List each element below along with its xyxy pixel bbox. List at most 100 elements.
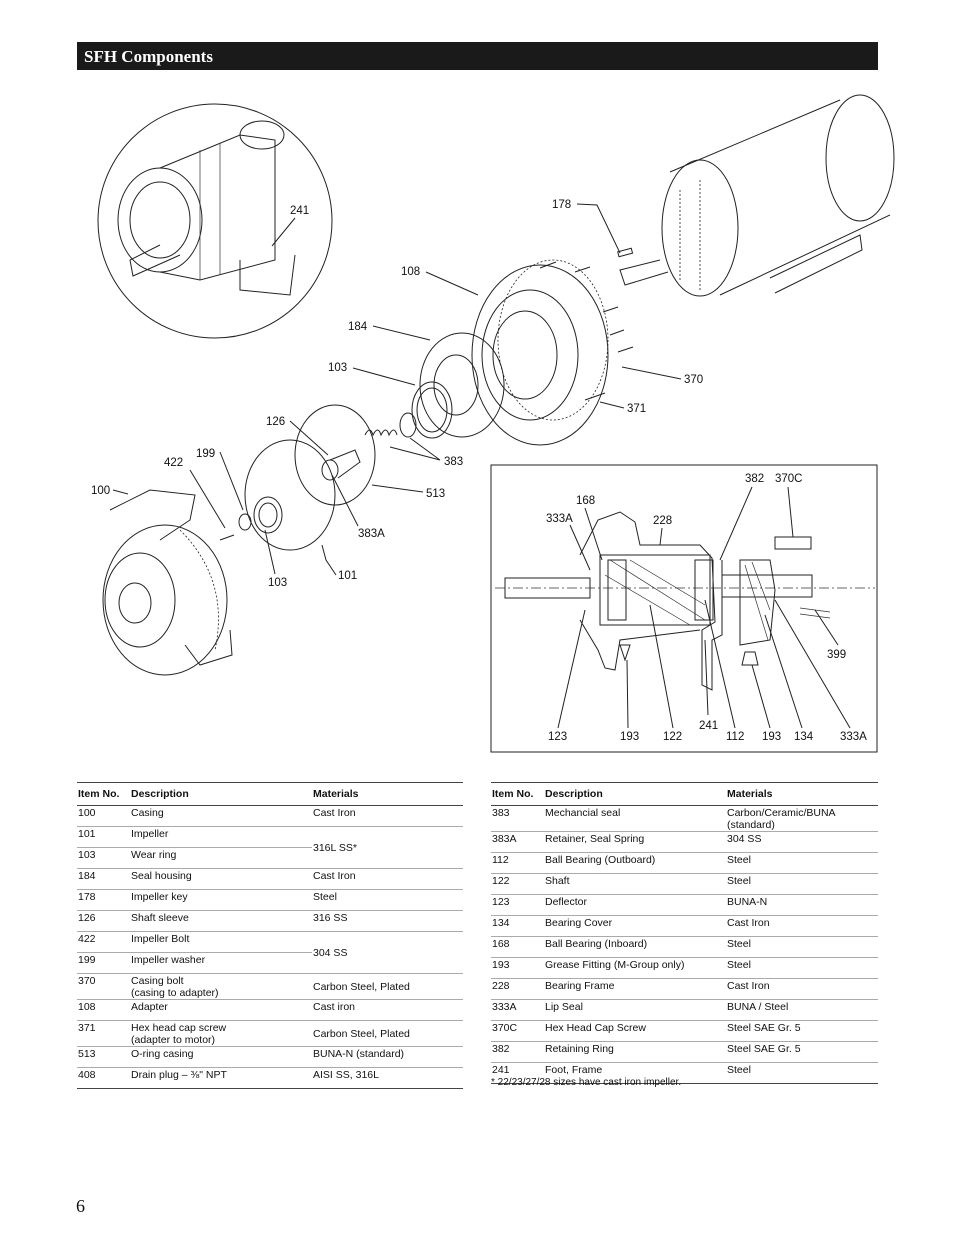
cell-desc: Hex Head Cap Screw bbox=[544, 1020, 726, 1042]
cell-item: 184 bbox=[77, 868, 130, 890]
sectional-detail-box bbox=[490, 464, 878, 753]
detail-168: 168 bbox=[576, 495, 595, 507]
cell-desc: Impeller key bbox=[130, 889, 312, 911]
detail-370C: 370C bbox=[775, 473, 803, 485]
cell-mat: Steel bbox=[726, 852, 878, 874]
cell-item: 408 bbox=[77, 1067, 130, 1089]
cell-desc: Bearing Cover bbox=[544, 915, 726, 937]
cell-item: 199 bbox=[77, 952, 130, 974]
cell-item: 112 bbox=[491, 852, 544, 874]
cell-desc: O-ring casing bbox=[130, 1046, 312, 1068]
footnote: * 22/23/27/28 sizes have cast iron impel… bbox=[491, 1077, 682, 1088]
detail-leader-lines bbox=[557, 486, 851, 729]
cell-item: 101 bbox=[77, 826, 130, 848]
callout-103a: 103 bbox=[328, 362, 347, 374]
callout-184: 184 bbox=[348, 321, 368, 333]
detail-122: 122 bbox=[663, 731, 682, 743]
cell-desc: Casing bolt(casing to adapter) bbox=[130, 973, 312, 1000]
desc-line: Hex head cap screw bbox=[131, 1022, 227, 1034]
inset-circle bbox=[97, 103, 333, 339]
adapter-part bbox=[471, 259, 609, 446]
cell-desc: Deflector bbox=[544, 894, 726, 916]
section-title: SFH Components bbox=[84, 47, 213, 66]
cell-item: 126 bbox=[77, 910, 130, 932]
cell-item: 513 bbox=[77, 1046, 130, 1068]
cell-item: 333A bbox=[491, 999, 544, 1021]
cell-item: 370C bbox=[491, 1020, 544, 1042]
cell-desc: Bearing Frame bbox=[544, 978, 726, 1000]
detail-399: 399 bbox=[827, 649, 846, 661]
col-materials: Materials bbox=[726, 782, 878, 806]
cell-item: 383 bbox=[491, 805, 544, 832]
cell-desc: Adapter bbox=[130, 999, 312, 1021]
impeller-washer-part bbox=[238, 513, 252, 531]
cell-desc: Drain plug – ⅜" NPT bbox=[130, 1067, 312, 1089]
cell-mat: Steel SAE Gr. 5 bbox=[726, 1041, 878, 1063]
cell-mat: Steel bbox=[312, 889, 463, 911]
shaft-sleeve-part bbox=[294, 404, 376, 506]
cell-desc: Hex head cap screw(adapter to motor) bbox=[130, 1020, 312, 1047]
detail-193a: 193 bbox=[620, 731, 639, 743]
mechanical-seal-part bbox=[364, 412, 417, 438]
desc-line-2: (adapter to motor) bbox=[131, 1034, 216, 1046]
cell-mat: Cast iron bbox=[312, 999, 463, 1021]
cell-mat: Steel bbox=[726, 873, 878, 895]
cell-mat: Steel bbox=[726, 1062, 878, 1084]
col-item-no: Item No. bbox=[77, 782, 130, 806]
detail-382: 382 bbox=[745, 473, 764, 485]
desc-line: Casing bolt bbox=[131, 975, 184, 987]
cell-desc: Lip Seal bbox=[544, 999, 726, 1021]
cell-item: 122 bbox=[491, 873, 544, 895]
cell-desc: Wear ring bbox=[130, 847, 312, 869]
cell-mat: Cast Iron bbox=[312, 805, 463, 827]
cell-item: 168 bbox=[491, 936, 544, 958]
motor bbox=[619, 94, 895, 297]
cell-item: 100 bbox=[77, 805, 130, 827]
callout-371: 371 bbox=[627, 403, 646, 415]
detail-123: 123 bbox=[548, 731, 567, 743]
cell-mat: 316 SS bbox=[312, 910, 463, 932]
desc-line-2: (casing to adapter) bbox=[131, 987, 219, 999]
page-number: 6 bbox=[76, 1196, 85, 1216]
cell-desc: Foot, Frame bbox=[544, 1062, 726, 1084]
detail-333Aa: 333A bbox=[546, 513, 573, 525]
cell-desc: Grease Fitting (M-Group only) bbox=[544, 957, 726, 979]
cell-item: 123 bbox=[491, 894, 544, 916]
casing-part bbox=[102, 489, 233, 676]
section-title-bar: SFH Components bbox=[77, 42, 878, 70]
cell-item: 108 bbox=[77, 999, 130, 1021]
cell-item: 241 bbox=[491, 1062, 544, 1084]
cell-mat: Carbon/Ceramic/BUNA (standard) bbox=[726, 805, 878, 832]
cell-mat: BUNA / Steel bbox=[726, 999, 878, 1021]
callout-383: 383 bbox=[444, 456, 463, 468]
cell-mat: AISI SS, 316L bbox=[312, 1067, 463, 1089]
impeller-part bbox=[244, 439, 336, 551]
sectional-view bbox=[495, 511, 875, 691]
callout-108: 108 bbox=[401, 266, 420, 278]
detail-241: 241 bbox=[699, 720, 718, 732]
col-description: Description bbox=[130, 782, 312, 806]
bolts bbox=[539, 261, 634, 401]
cell-mat: Cast Iron bbox=[726, 915, 878, 937]
cell-desc: Shaft bbox=[544, 873, 726, 895]
cell-mat: 316L SS* bbox=[312, 826, 463, 869]
cell-item: 228 bbox=[491, 978, 544, 1000]
cell-desc: Impeller Bolt bbox=[130, 931, 312, 953]
cell-mat: Steel bbox=[726, 936, 878, 958]
